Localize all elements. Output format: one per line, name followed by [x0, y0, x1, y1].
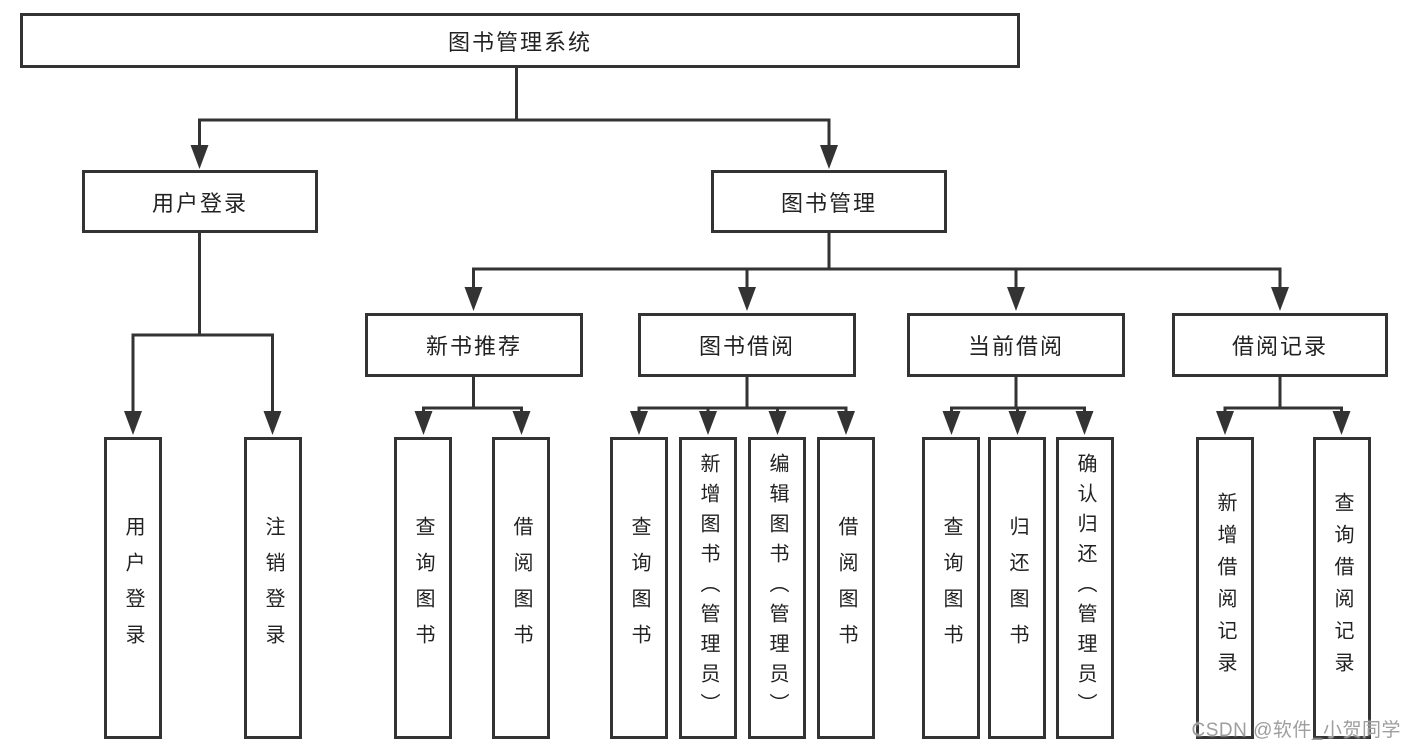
node-new-book-recommendation-label: 新书推荐: [425, 334, 522, 359]
leaf-edit-book-admin: 编辑图书（管理员）: [748, 437, 806, 739]
leaf-return-book: 归还图书: [988, 437, 1046, 739]
leaf-query-book-borrowing-label: 查询图书: [628, 516, 650, 660]
node-book-borrowing-label: 图书借阅: [698, 334, 795, 359]
node-borrowing-records-label: 借阅记录: [1231, 334, 1328, 359]
leaf-query-book-borrowing: 查询图书: [610, 437, 668, 739]
leaf-borrow-book-label: 借阅图书: [835, 516, 857, 660]
leaf-query-borrow-record-label: 查询借阅记录: [1331, 492, 1353, 684]
leaf-user-login-label: 用户登录: [122, 516, 144, 660]
leaf-add-book-admin: 新增图书（管理员）: [679, 437, 737, 739]
node-book-borrowing: 图书借阅: [638, 313, 856, 377]
node-current-borrowing-label: 当前借阅: [967, 334, 1064, 359]
leaf-query-book-recommend-label: 查询图书: [412, 516, 434, 660]
node-book-management-label: 图书管理: [780, 190, 877, 216]
leaf-query-book-recommend: 查询图书: [394, 437, 452, 739]
node-borrowing-records: 借阅记录: [1172, 313, 1388, 377]
csdn-watermark: CSDN @软件_小贺同学: [1191, 720, 1401, 741]
leaf-confirm-return-admin-label: 确认归还（管理员）: [1074, 453, 1096, 723]
node-book-management: 图书管理: [711, 170, 947, 233]
node-new-book-recommendation: 新书推荐: [365, 313, 583, 377]
leaf-query-borrow-record: 查询借阅记录: [1313, 437, 1371, 739]
leaf-edit-book-admin-label: 编辑图书（管理员）: [766, 453, 788, 723]
leaf-confirm-return-admin: 确认归还（管理员）: [1056, 437, 1114, 739]
leaf-query-book-current-label: 查询图书: [940, 516, 962, 660]
leaf-add-book-admin-label: 新增图书（管理员）: [697, 453, 719, 723]
node-user-login: 用户登录: [82, 170, 318, 233]
leaf-user-login: 用户登录: [104, 437, 162, 739]
leaf-logout-label: 注销登录: [262, 516, 284, 660]
leaf-borrow-book-recommend: 借阅图书: [492, 437, 550, 739]
node-user-login-label: 用户登录: [151, 190, 248, 216]
leaf-return-book-label: 归还图书: [1006, 516, 1028, 660]
leaf-logout: 注销登录: [244, 437, 302, 739]
node-root-system: 图书管理系统: [20, 13, 1020, 68]
leaf-add-borrow-record: 新增借阅记录: [1196, 437, 1254, 739]
leaf-query-book-current: 查询图书: [922, 437, 980, 739]
node-root-system-label: 图书管理系统: [447, 29, 592, 55]
leaf-borrow-book-recommend-label: 借阅图书: [510, 516, 532, 660]
leaf-borrow-book: 借阅图书: [817, 437, 875, 739]
leaf-add-borrow-record-label: 新增借阅记录: [1214, 492, 1236, 684]
node-current-borrowing: 当前借阅: [907, 313, 1125, 377]
